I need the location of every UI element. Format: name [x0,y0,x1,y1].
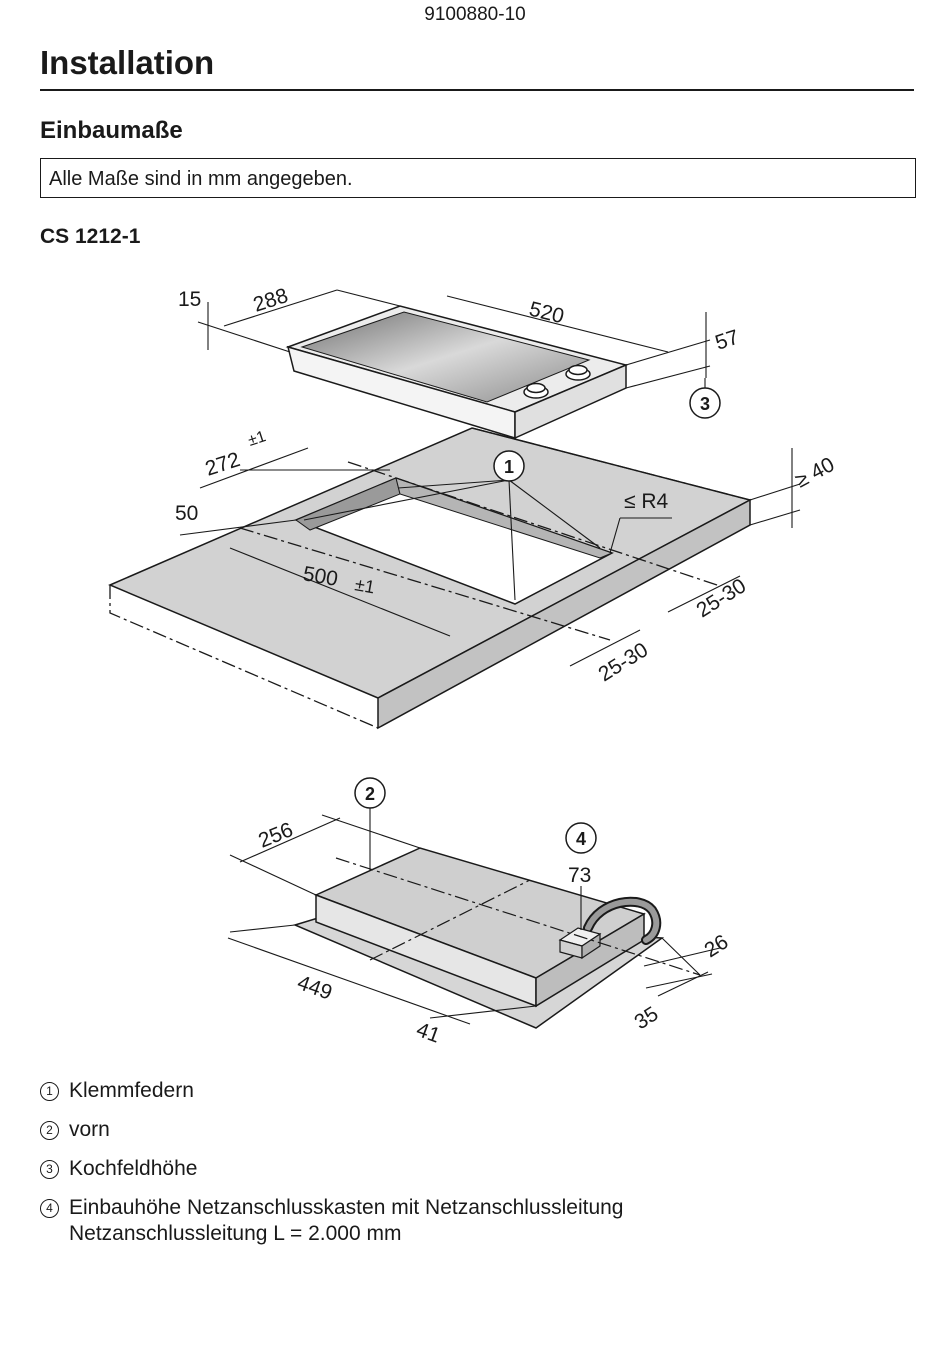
legend-number: 3 [40,1160,59,1179]
callout-1: 1 [493,450,525,482]
dim-73: 73 [568,864,591,887]
dimension-lines-bottom [227,808,721,1025]
dim-35: 35 [630,1002,662,1034]
dim-50: 50 [175,502,198,525]
dim-288: 288 [250,284,290,317]
legend-text-block: Einbauhöhe Netzanschlusskasten mit Netza… [69,1195,623,1247]
dim-520: 520 [527,298,567,329]
legend-item: 1 Klemmfedern [40,1078,920,1104]
callout-2: 2 [354,777,386,809]
dim-26: 26 [700,930,732,962]
legend-text: Einbauhöhe Netzanschlusskasten mit Netza… [69,1196,624,1219]
svg-text:2: 2 [365,784,375,804]
dim-449: 449 [294,971,335,1005]
dim-15: 15 [178,288,201,311]
legend-number: 4 [40,1199,59,1218]
legend-item: 2 vorn [40,1117,920,1143]
dim-272-tolerance: ±1 [246,428,268,450]
svg-text:1: 1 [504,457,514,477]
legend-text: Klemmfedern [69,1079,194,1102]
dim-57: 57 [712,326,741,355]
document-number: 9100880-10 [424,4,526,25]
hob-underside-view [292,847,701,1029]
terminal-box-icon [558,927,602,960]
dim-25-30-front: 25-30 [594,638,652,686]
dim-40: ≥ 40 [792,453,839,492]
legend-item: 4 Einbauhöhe Netzanschlusskasten mit Net… [40,1195,920,1247]
legend-text-line2: Netzanschlussleitung L = 2.000 mm [69,1222,402,1245]
units-note: Alle Maße sind in mm angegeben. [40,158,916,198]
control-knob-icon [565,364,591,381]
svg-text:4: 4 [576,829,586,849]
dim-41: 41 [413,1018,443,1048]
worktop [108,427,753,730]
section-title: Einbaumaße [40,117,183,144]
dim-256: 256 [255,818,296,852]
legend-text: vorn [69,1118,110,1141]
callout-4: 4 [565,822,597,854]
model-label: CS 1212-1 [40,225,141,248]
page-title: Installation [40,44,215,81]
dim-500-tolerance: ±1 [353,574,376,597]
legend: 1 Klemmfedern 2 vorn 3 Kochfeldhöhe 4 Ei… [40,1078,920,1260]
dim-25-30-right: 25-30 [692,574,750,622]
dim-r4: ≤ R4 [624,490,669,513]
legend-number: 1 [40,1082,59,1101]
callout-3: 3 [689,387,721,419]
dimension-lines-top [179,289,801,667]
legend-text: Kochfeldhöhe [69,1157,198,1180]
hob-top-view [285,305,629,440]
svg-text:3: 3 [700,394,710,414]
control-knob-icon [523,382,549,399]
dim-272: 272 [202,448,242,481]
legend-number: 2 [40,1121,59,1140]
title-divider [40,89,914,91]
legend-item: 3 Kochfeldhöhe [40,1156,920,1182]
